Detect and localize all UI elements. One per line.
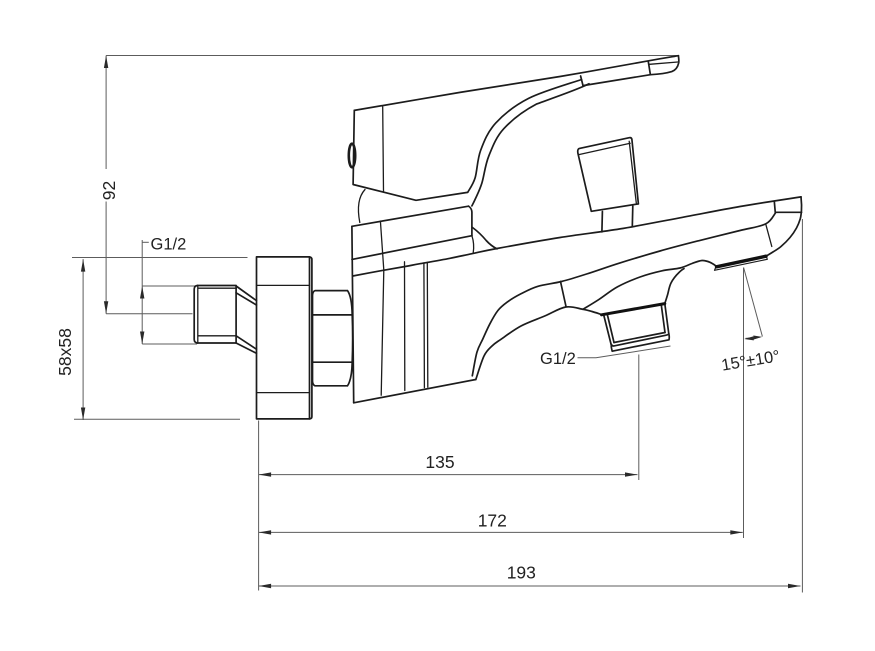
svg-text:G1/2: G1/2 [540,350,576,368]
svg-text:135: 135 [425,452,454,472]
svg-text:58x58: 58x58 [55,328,75,376]
svg-text:92: 92 [99,181,119,200]
svg-text:G1/2: G1/2 [151,236,187,254]
svg-text:172: 172 [478,511,507,531]
svg-text:193: 193 [507,563,536,583]
